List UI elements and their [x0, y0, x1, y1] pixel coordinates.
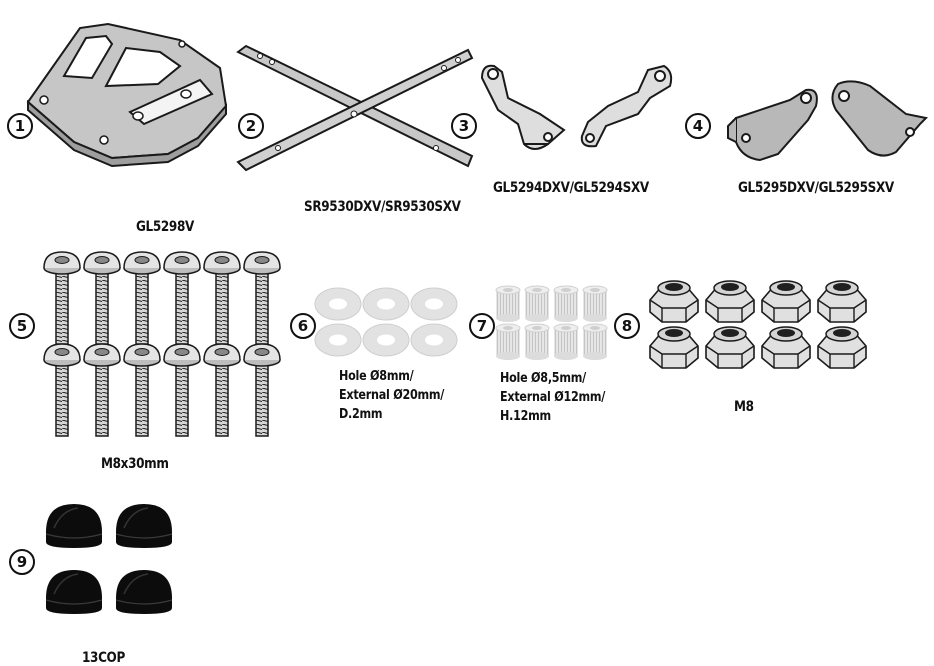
item-1-label: GL5298V — [136, 219, 194, 235]
item-6-spec-line-1: Hole Ø8mm/ — [339, 369, 414, 384]
item-5-number-badge: 5 — [9, 313, 35, 339]
item-2-number-badge: 2 — [238, 113, 264, 139]
item-5-label: M8x30mm — [101, 456, 169, 472]
item-2-label: SR9530DXV/SR9530SXV — [304, 199, 461, 215]
gl5298v-plate-image — [26, 22, 228, 168]
item-7-spec-line-3: H.12mm — [500, 409, 551, 424]
item-6-spec: Hole Ø8mm/ External Ø20mm/ D.2mm — [339, 367, 444, 424]
item-7-spec: Hole Ø8,5mm/ External Ø12mm/ H.12mm — [500, 369, 605, 426]
item-8-label: M8 — [734, 399, 754, 415]
item-6-spec-line-2: External Ø20mm/ — [339, 388, 445, 403]
m8x30-bolts-image — [43, 251, 281, 437]
item-7-spec-line-2: External Ø12mm/ — [500, 390, 606, 405]
washers-image — [314, 287, 458, 357]
item-6-number-badge: 6 — [290, 313, 316, 339]
item-6-spec-line-3: D.2mm — [339, 407, 383, 422]
item-4-label: GL5295DXV/GL5295SXV — [738, 180, 894, 196]
item-3-label: GL5294DXV/GL5294SXV — [493, 180, 649, 196]
gl5295-brackets-image — [727, 80, 929, 162]
item-9-number-badge: 9 — [9, 549, 35, 575]
sr9530-cross-bars-image — [236, 44, 474, 172]
item-4-number-badge: 4 — [685, 113, 711, 139]
item-8-number-badge: 8 — [614, 313, 640, 339]
gl5294-brackets-image — [480, 64, 673, 150]
13cop-caps-image — [45, 503, 173, 615]
m8-nuts-image — [649, 280, 867, 369]
item-3-number-badge: 3 — [451, 113, 477, 139]
item-7-spec-line-1: Hole Ø8,5mm/ — [500, 371, 586, 386]
item-7-number-badge: 7 — [469, 313, 495, 339]
item-1-number-badge: 1 — [7, 113, 33, 139]
spacers-image — [495, 285, 608, 361]
item-9-label: 13COP — [82, 650, 125, 666]
